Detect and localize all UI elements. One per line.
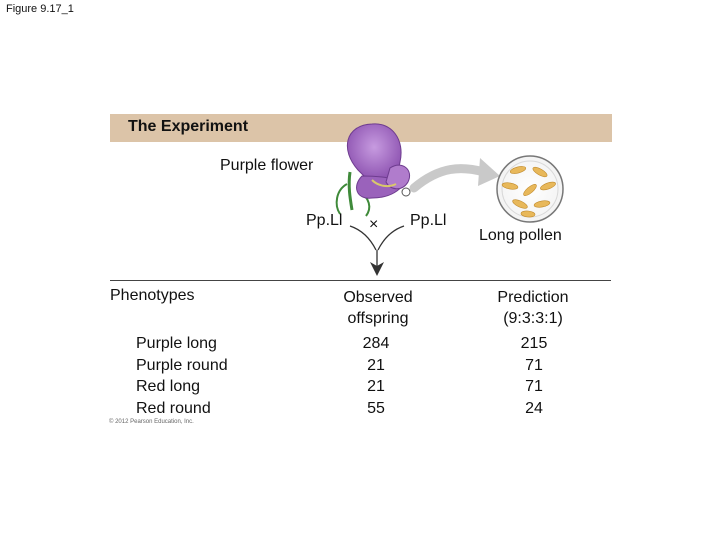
prediction-header-line2: (9:3:3:1) — [503, 310, 563, 327]
phenotype-cell: Purple round — [136, 356, 228, 374]
phenotypes-header: Phenotypes — [110, 287, 195, 304]
phenotype-cell: Red round — [136, 399, 211, 417]
parent-genotype-left: Pp.Ll — [306, 212, 343, 229]
observed-header: Observed offspring — [328, 287, 428, 329]
figure-label: Figure 9.17_1 — [6, 3, 74, 15]
prediction-column: 215 71 71 24 — [498, 333, 570, 419]
pollen-transfer-arrow — [409, 158, 500, 193]
phenotype-cell: Purple long — [136, 335, 217, 352]
phenotype-cell: Red long — [136, 378, 201, 395]
parent-genotype-right: Pp.Ll — [410, 212, 447, 229]
table-divider — [110, 280, 611, 281]
prediction-cell: 71 — [525, 378, 543, 395]
purple-flower-image — [347, 123, 411, 199]
phenotype-column: Purple long Purple round Red long Red ro… — [136, 333, 228, 419]
prediction-header-line1: Prediction — [497, 289, 569, 306]
prediction-cell: 24 — [525, 399, 543, 417]
prediction-header: Prediction (9:3:3:1) — [478, 287, 588, 329]
copyright-notice: © 2012 Pearson Education, Inc. — [109, 419, 194, 425]
experiment-title: The Experiment — [128, 118, 249, 135]
long-pollen-image — [496, 155, 564, 223]
observed-header-line1: Observed — [343, 289, 413, 306]
long-pollen-label: Long pollen — [479, 227, 562, 244]
observed-column: 284 21 21 55 — [340, 333, 412, 419]
observed-header-line2: offspring — [347, 310, 409, 327]
purple-flower-label: Purple flower — [220, 157, 314, 174]
observed-cell: 21 — [367, 378, 385, 395]
cross-arrow — [349, 225, 405, 276]
observed-cell: 21 — [367, 356, 385, 374]
prediction-cell: 71 — [525, 356, 543, 374]
cross-symbol: × — [369, 216, 379, 233]
observed-cell: 284 — [362, 335, 390, 352]
prediction-cell: 215 — [520, 335, 548, 352]
observed-cell: 55 — [367, 399, 385, 417]
